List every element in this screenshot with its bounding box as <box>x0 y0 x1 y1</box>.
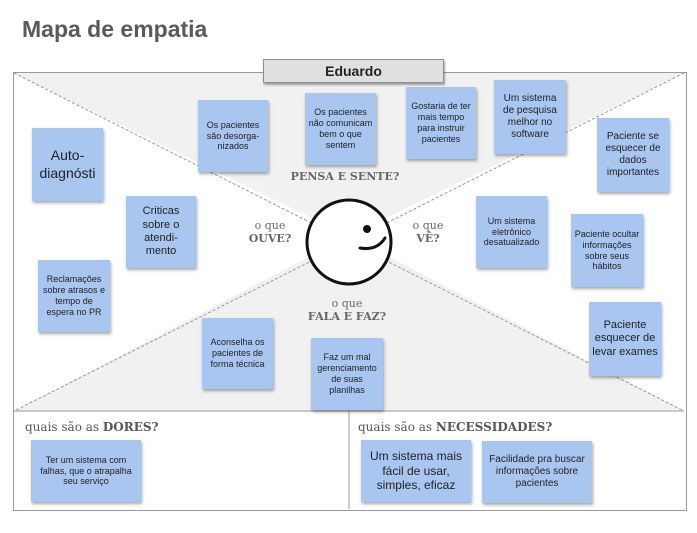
sticky-note-fala[interactable]: Aconselha os pacientes de forma técnica <box>202 318 273 389</box>
ve-label: o que VÊ? <box>402 219 454 245</box>
necessidades-label: quais são as NECESSIDADES? <box>358 420 552 434</box>
sticky-note-ve[interactable]: Paciente ocultar informações sobre seus … <box>571 214 643 287</box>
fala-label: o que FALA E FAZ? <box>292 297 402 323</box>
ouve-prefix: o que <box>254 219 286 232</box>
fala-quadrant-bg <box>14 236 684 411</box>
sticky-note-pensa[interactable]: Os pacientes não comunicam bem o que sen… <box>305 93 376 165</box>
necessidades-prefix: quais são as <box>358 420 436 434</box>
sticky-note-dores[interactable]: Ter um sistema com falhas, que o atrapal… <box>31 440 141 502</box>
sticky-note-ouve[interactable]: Reclamações sobre atrasos e tempo de esp… <box>38 260 110 332</box>
page-title: Mapa de empatia <box>22 16 208 42</box>
persona-face-icon <box>305 198 393 286</box>
pensa-label: PENSA E SENTE? <box>282 170 408 183</box>
dores-prefix: quais são as <box>25 420 103 434</box>
ouve-label: o que OUVE? <box>238 219 302 245</box>
sticky-note-ve[interactable]: Paciente se esquecer de dados importante… <box>597 118 669 192</box>
dores-keyword: DORES? <box>102 420 159 434</box>
pensa-keyword: PENSA E SENTE? <box>290 170 400 183</box>
sticky-note-necessidades[interactable]: Um sistema mais fácil de usar, simples, … <box>361 440 471 502</box>
sticky-note-necessidades[interactable]: Facilidade pra buscar informações sobre … <box>482 441 592 503</box>
fala-keyword: FALA E FAZ? <box>307 310 387 323</box>
sticky-note-ve[interactable]: Paciente esquecer de levar exames <box>589 302 661 376</box>
dores-label: quais são as DORES? <box>25 420 159 434</box>
necessidades-keyword: NECESSIDADES? <box>435 420 553 434</box>
persona-name: Eduardo <box>263 59 444 83</box>
sticky-note-pensa[interactable]: Os pacientes são desorga-nizados <box>198 100 268 172</box>
sticky-note-pensa[interactable]: Gostaria de ter mais tempo para instruir… <box>406 87 476 159</box>
fala-prefix: o que <box>331 297 363 310</box>
ouve-keyword: OUVE? <box>248 232 292 245</box>
sticky-note-ouve[interactable]: Criticas sobre o atendi-mento <box>126 196 196 268</box>
sticky-note-ve[interactable]: Um sistema eletrônico desatualizado <box>476 196 547 268</box>
sticky-note-pensa[interactable]: Um sistema de pesquisa melhor no softwar… <box>494 80 566 154</box>
ve-keyword: VÊ? <box>416 232 440 245</box>
sticky-note-ouve[interactable]: Auto-diagnósti <box>32 128 103 201</box>
ve-prefix: o que <box>412 219 444 232</box>
sticky-note-fala[interactable]: Faz um mal gerenciamento de suas planilh… <box>311 338 383 410</box>
